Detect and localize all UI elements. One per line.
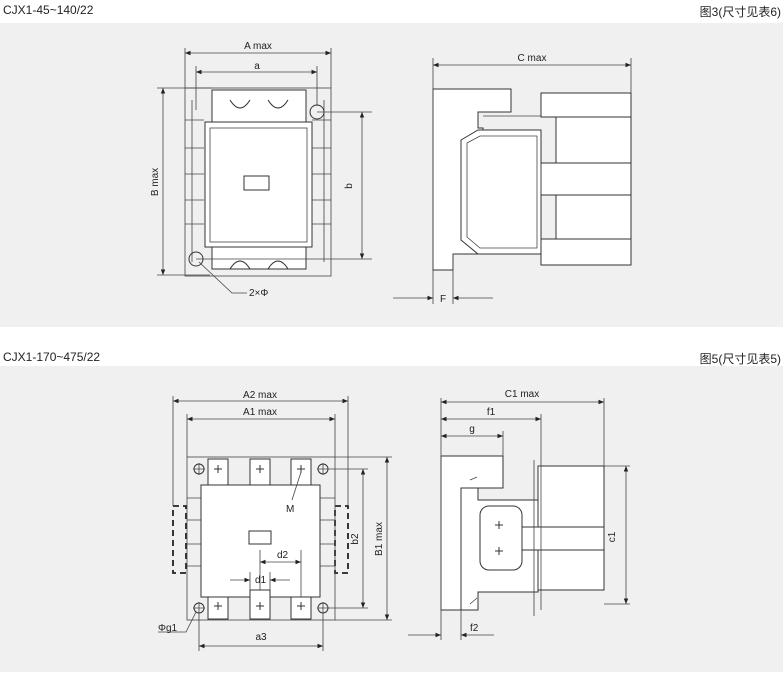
side-body-bevels: [469, 476, 478, 605]
a2-max-extension-lines: [172, 396, 349, 506]
top-terminal-block: [211, 89, 307, 123]
b2-label: b2: [350, 533, 361, 545]
section-2-drawing: A2 max A1 max M b2 B1 max d2 d1 Φg1 a3: [158, 389, 630, 651]
m-leader-line: [291, 471, 302, 501]
b1-max-label: B1 max: [374, 522, 385, 556]
side-block-1: [540, 92, 632, 118]
f2-label: f2: [470, 623, 479, 634]
side-block-5: [540, 238, 632, 266]
section-1-drawing-panel: A max a B max b 2×Φ C max: [0, 23, 783, 327]
side-block-4: [555, 194, 632, 240]
b-max-label: B max: [150, 168, 161, 196]
nameplate-window: [243, 175, 270, 191]
body-inner-frame: [209, 127, 308, 243]
section-1-drawing: A max a B max b 2×Φ C max: [150, 41, 632, 305]
side-body: [460, 129, 542, 255]
rail-verticals: [191, 100, 325, 262]
bottom-terminal-block: [211, 246, 307, 270]
section-2-header: CJX1-170~475/22 图5(尺寸见表5): [0, 347, 783, 367]
side-view-large: C1 max f1 g c1 f2: [408, 389, 630, 640]
front-view-small: A max a B max b 2×Φ: [150, 41, 372, 299]
section-2-drawing-panel: A2 max A1 max M b2 B1 max d2 d1 Φg1 a3: [0, 366, 783, 672]
g1-leader-line: [158, 611, 197, 633]
side-body-inner: [466, 135, 538, 249]
side-block-3: [540, 162, 632, 196]
top-terminal-arcs: [229, 99, 289, 109]
section-1-header: CJX1-45~140/22 图3(尺寸见表6): [0, 0, 783, 20]
a-label: a: [254, 61, 260, 72]
m-label: M: [286, 504, 294, 515]
section-2-model-title: CJX1-170~475/22: [3, 350, 101, 364]
f1-label: f1: [487, 407, 496, 418]
hole-leader-line: [198, 261, 247, 294]
side-rail-lines-large: [187, 497, 335, 567]
right-dashed-auxiliary: [334, 505, 349, 574]
a2-max-label: A2 max: [243, 390, 277, 401]
c1-max-label: C1 max: [505, 389, 539, 400]
d2-extension-lines: [259, 550, 302, 597]
section-2-figure-reference: 图5(尺寸见表5): [699, 352, 781, 366]
d1-label: d1: [255, 575, 267, 586]
a-max-label: A max: [244, 41, 272, 52]
nameplate-window-large: [248, 530, 272, 545]
c1-max-extension-lines: [440, 398, 605, 466]
side-frame-verticals: [533, 460, 542, 616]
bottom-terminal-crosses: [214, 602, 305, 610]
top-terminal-crosses: [214, 465, 305, 473]
b-label: b: [344, 183, 355, 189]
mounting-outline: [184, 87, 332, 277]
c1-label: c1: [607, 531, 618, 542]
b1-max-extension-lines: [335, 456, 392, 621]
g-label: g: [469, 424, 475, 435]
hole-diameter-label: 2×Φ: [249, 288, 268, 299]
side-center-shaft: [521, 526, 605, 551]
g1-label: Φg1: [158, 623, 178, 634]
front-view-large: A2 max A1 max M b2 B1 max d2 d1 Φg1 a3: [158, 390, 392, 651]
a1-max-extension-lines: [186, 414, 336, 457]
section-1-model-title: CJX1-45~140/22: [3, 3, 94, 17]
c-max-label: C max: [518, 53, 547, 64]
mounting-outline-large: [186, 456, 336, 621]
f-label: F: [440, 294, 446, 305]
a1-max-label: A1 max: [243, 407, 277, 418]
left-rail-lines: [185, 119, 204, 225]
d2-label: d2: [277, 550, 289, 561]
b-max-extension-lines: [157, 87, 212, 276]
side-view-small: C max F: [393, 53, 632, 305]
coil-block: [479, 505, 523, 571]
left-dashed-auxiliary: [172, 505, 187, 574]
side-block-2: [555, 116, 632, 164]
f2-extension-lines: [440, 610, 462, 640]
hole-centerlines: [193, 463, 329, 614]
section-1-figure-reference: 图3(尺寸见表6): [699, 5, 781, 19]
bottom-terminal-arcs: [229, 260, 289, 270]
a3-label: a3: [255, 632, 267, 643]
coil-terminal-crosses: [495, 521, 503, 555]
right-rail-lines: [312, 119, 331, 225]
